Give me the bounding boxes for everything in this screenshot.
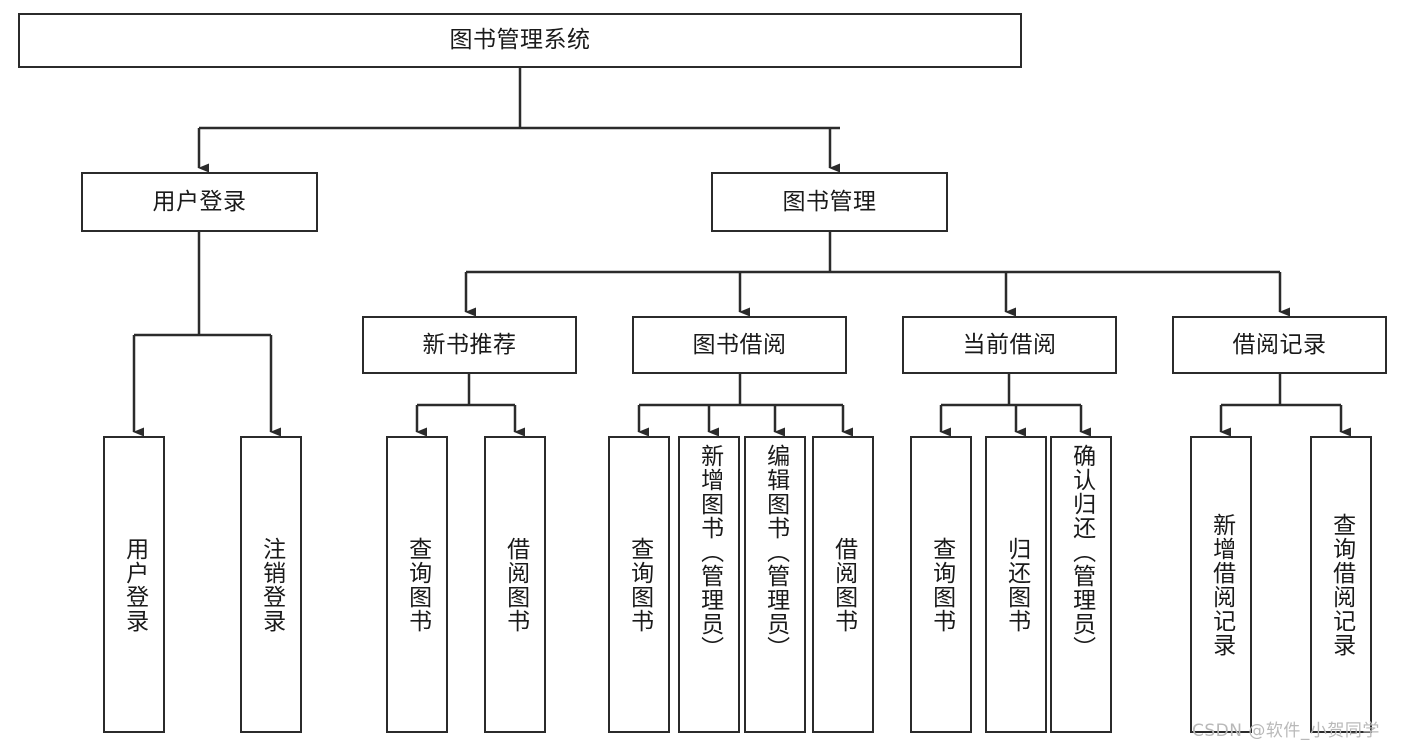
node-user-login[interactable]: 用户登录 xyxy=(81,172,318,232)
node-leaf-logout[interactable]: 注销登录 xyxy=(240,436,302,733)
node-leaf-add-book[interactable]: 新增图书（管理员） xyxy=(678,436,740,733)
node-leaf-confirm-return[interactable]: 确认归还（管理员） xyxy=(1050,436,1112,733)
node-leaf-edit-book-label: 编辑图书（管理员） xyxy=(762,444,789,660)
node-leaf-user-login[interactable]: 用户登录 xyxy=(103,436,165,733)
node-leaf-confirm-return-label: 确认归还（管理员） xyxy=(1068,444,1095,660)
node-new-book-recommend-label: 新书推荐 xyxy=(422,331,517,358)
node-leaf-return-book[interactable]: 归还图书 xyxy=(985,436,1047,733)
csdn-watermark: CSDN @软件_小贺同学 xyxy=(1192,721,1380,741)
node-leaf-return-book-label: 归还图书 xyxy=(1003,536,1030,633)
node-borrow-record-label: 借阅记录 xyxy=(1232,331,1327,358)
node-leaf-query-book-3-label: 查询图书 xyxy=(928,536,955,633)
node-leaf-add-record[interactable]: 新增借阅记录 xyxy=(1190,436,1252,733)
node-book-borrow[interactable]: 图书借阅 xyxy=(632,316,847,374)
node-leaf-borrow-book-2[interactable]: 借阅图书 xyxy=(812,436,874,733)
node-current-borrow[interactable]: 当前借阅 xyxy=(902,316,1117,374)
node-leaf-query-book-1[interactable]: 查询图书 xyxy=(386,436,448,733)
node-leaf-borrow-book-1-label: 借阅图书 xyxy=(502,536,529,633)
node-book-manage-label: 图书管理 xyxy=(782,188,877,215)
node-root-label: 图书管理系统 xyxy=(449,27,591,54)
node-book-manage[interactable]: 图书管理 xyxy=(711,172,948,232)
node-leaf-query-book-2-label: 查询图书 xyxy=(626,536,653,633)
node-leaf-borrow-book-1[interactable]: 借阅图书 xyxy=(484,436,546,733)
node-leaf-query-book-2[interactable]: 查询图书 xyxy=(608,436,670,733)
node-leaf-add-book-label: 新增图书（管理员） xyxy=(696,444,723,660)
node-leaf-query-book-3[interactable]: 查询图书 xyxy=(910,436,972,733)
node-leaf-user-login-label: 用户登录 xyxy=(121,536,148,633)
node-leaf-logout-label: 注销登录 xyxy=(258,536,285,633)
node-user-login-label: 用户登录 xyxy=(152,188,247,215)
node-new-book-recommend[interactable]: 新书推荐 xyxy=(362,316,577,374)
node-leaf-borrow-book-2-label: 借阅图书 xyxy=(830,536,857,633)
node-leaf-query-book-1-label: 查询图书 xyxy=(404,536,431,633)
node-leaf-query-record-label: 查询借阅记录 xyxy=(1328,512,1355,657)
node-current-borrow-label: 当前借阅 xyxy=(962,331,1057,358)
node-leaf-query-record[interactable]: 查询借阅记录 xyxy=(1310,436,1372,733)
node-root[interactable]: 图书管理系统 xyxy=(18,13,1022,68)
node-book-borrow-label: 图书借阅 xyxy=(692,331,787,358)
node-leaf-edit-book[interactable]: 编辑图书（管理员） xyxy=(744,436,806,733)
node-borrow-record[interactable]: 借阅记录 xyxy=(1172,316,1387,374)
node-leaf-add-record-label: 新增借阅记录 xyxy=(1208,512,1235,657)
